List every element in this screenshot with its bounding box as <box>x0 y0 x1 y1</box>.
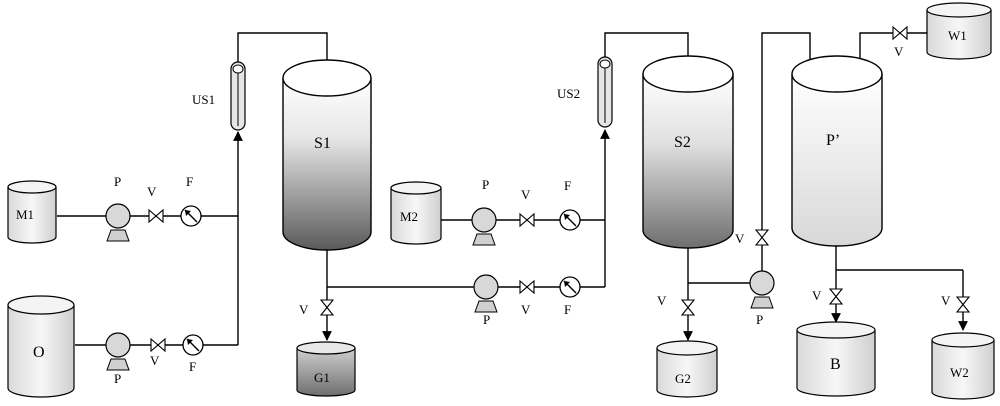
valve-icon: V <box>150 337 166 368</box>
valve-icon: V <box>892 25 908 59</box>
vessel-b-label: B <box>830 356 841 373</box>
column-p-prime-label: P’ <box>826 132 840 149</box>
vessel-o-label: O <box>33 344 45 361</box>
vessel-o: O <box>7 295 75 398</box>
pump-icon: P <box>105 332 131 386</box>
us1-label: US1 <box>192 92 215 107</box>
pump-label: P <box>482 177 489 192</box>
pump-label: P <box>483 312 490 327</box>
valve-label: V <box>147 184 157 199</box>
valve-icon: V <box>735 229 770 246</box>
vessel-w1: W1 <box>926 2 992 60</box>
valve-icon: V <box>519 279 535 317</box>
valve-label: V <box>150 353 160 368</box>
flowmeter-label: F <box>189 359 196 374</box>
valve-icon: V <box>657 293 696 316</box>
flowmeter-label: F <box>186 174 193 189</box>
column-p-prime: P’ <box>791 55 883 247</box>
flowmeter-icon: F <box>559 178 581 231</box>
vessel-g2-label: G2 <box>675 371 691 386</box>
pump-icon: P <box>473 274 499 327</box>
ultrasonic-unit-us2: US2 <box>557 56 613 128</box>
vessel-m2-label: M2 <box>400 209 418 224</box>
pump-label: P <box>114 174 121 189</box>
valve-icon: V <box>147 184 164 224</box>
valve-label: V <box>735 231 745 246</box>
valve-label: V <box>299 302 309 317</box>
valve-icon: V <box>812 288 844 305</box>
flowmeter-label: F <box>564 178 571 193</box>
flowmeter-label: F <box>564 302 571 317</box>
valve-icon: V <box>519 187 535 228</box>
column-s1-label: S1 <box>314 135 331 152</box>
valve-label: V <box>894 44 904 59</box>
vessel-m2: M2 <box>390 181 442 245</box>
vessel-w2-label: W2 <box>950 365 969 380</box>
vessel-b: B <box>796 321 876 397</box>
ultrasonic-unit-us1: US1 <box>192 61 246 131</box>
valve-label: V <box>521 187 531 202</box>
vessel-g2: G2 <box>656 340 718 398</box>
column-s2-label: S2 <box>674 134 691 151</box>
valve-label: V <box>941 293 951 308</box>
valve-label: V <box>812 288 822 303</box>
valve-label: V <box>521 302 531 317</box>
us2-label: US2 <box>557 86 580 101</box>
pump-icon: P <box>105 174 131 242</box>
vessel-w1-label: W1 <box>948 28 967 43</box>
vessel-g1: G1 <box>296 341 356 397</box>
column-s2: S2 <box>642 55 734 249</box>
flowmeter-icon: F <box>559 276 581 317</box>
vessel-m1-label: M1 <box>16 207 34 222</box>
valve-icon: V <box>941 293 971 313</box>
pump-icon: P <box>749 270 775 327</box>
pump-label: P <box>756 312 763 327</box>
flowmeter-icon: F <box>180 174 202 227</box>
vessel-m1: M1 <box>7 180 57 244</box>
valve-icon: V <box>299 299 335 317</box>
flowmeter-icon: F <box>182 334 204 374</box>
column-s1: S1 <box>282 59 372 251</box>
vessel-g1-label: G1 <box>314 370 330 385</box>
valve-label: V <box>657 293 667 308</box>
vessel-w2: W2 <box>931 332 995 400</box>
pump-label: P <box>114 371 121 386</box>
pump-icon: P <box>471 177 497 246</box>
